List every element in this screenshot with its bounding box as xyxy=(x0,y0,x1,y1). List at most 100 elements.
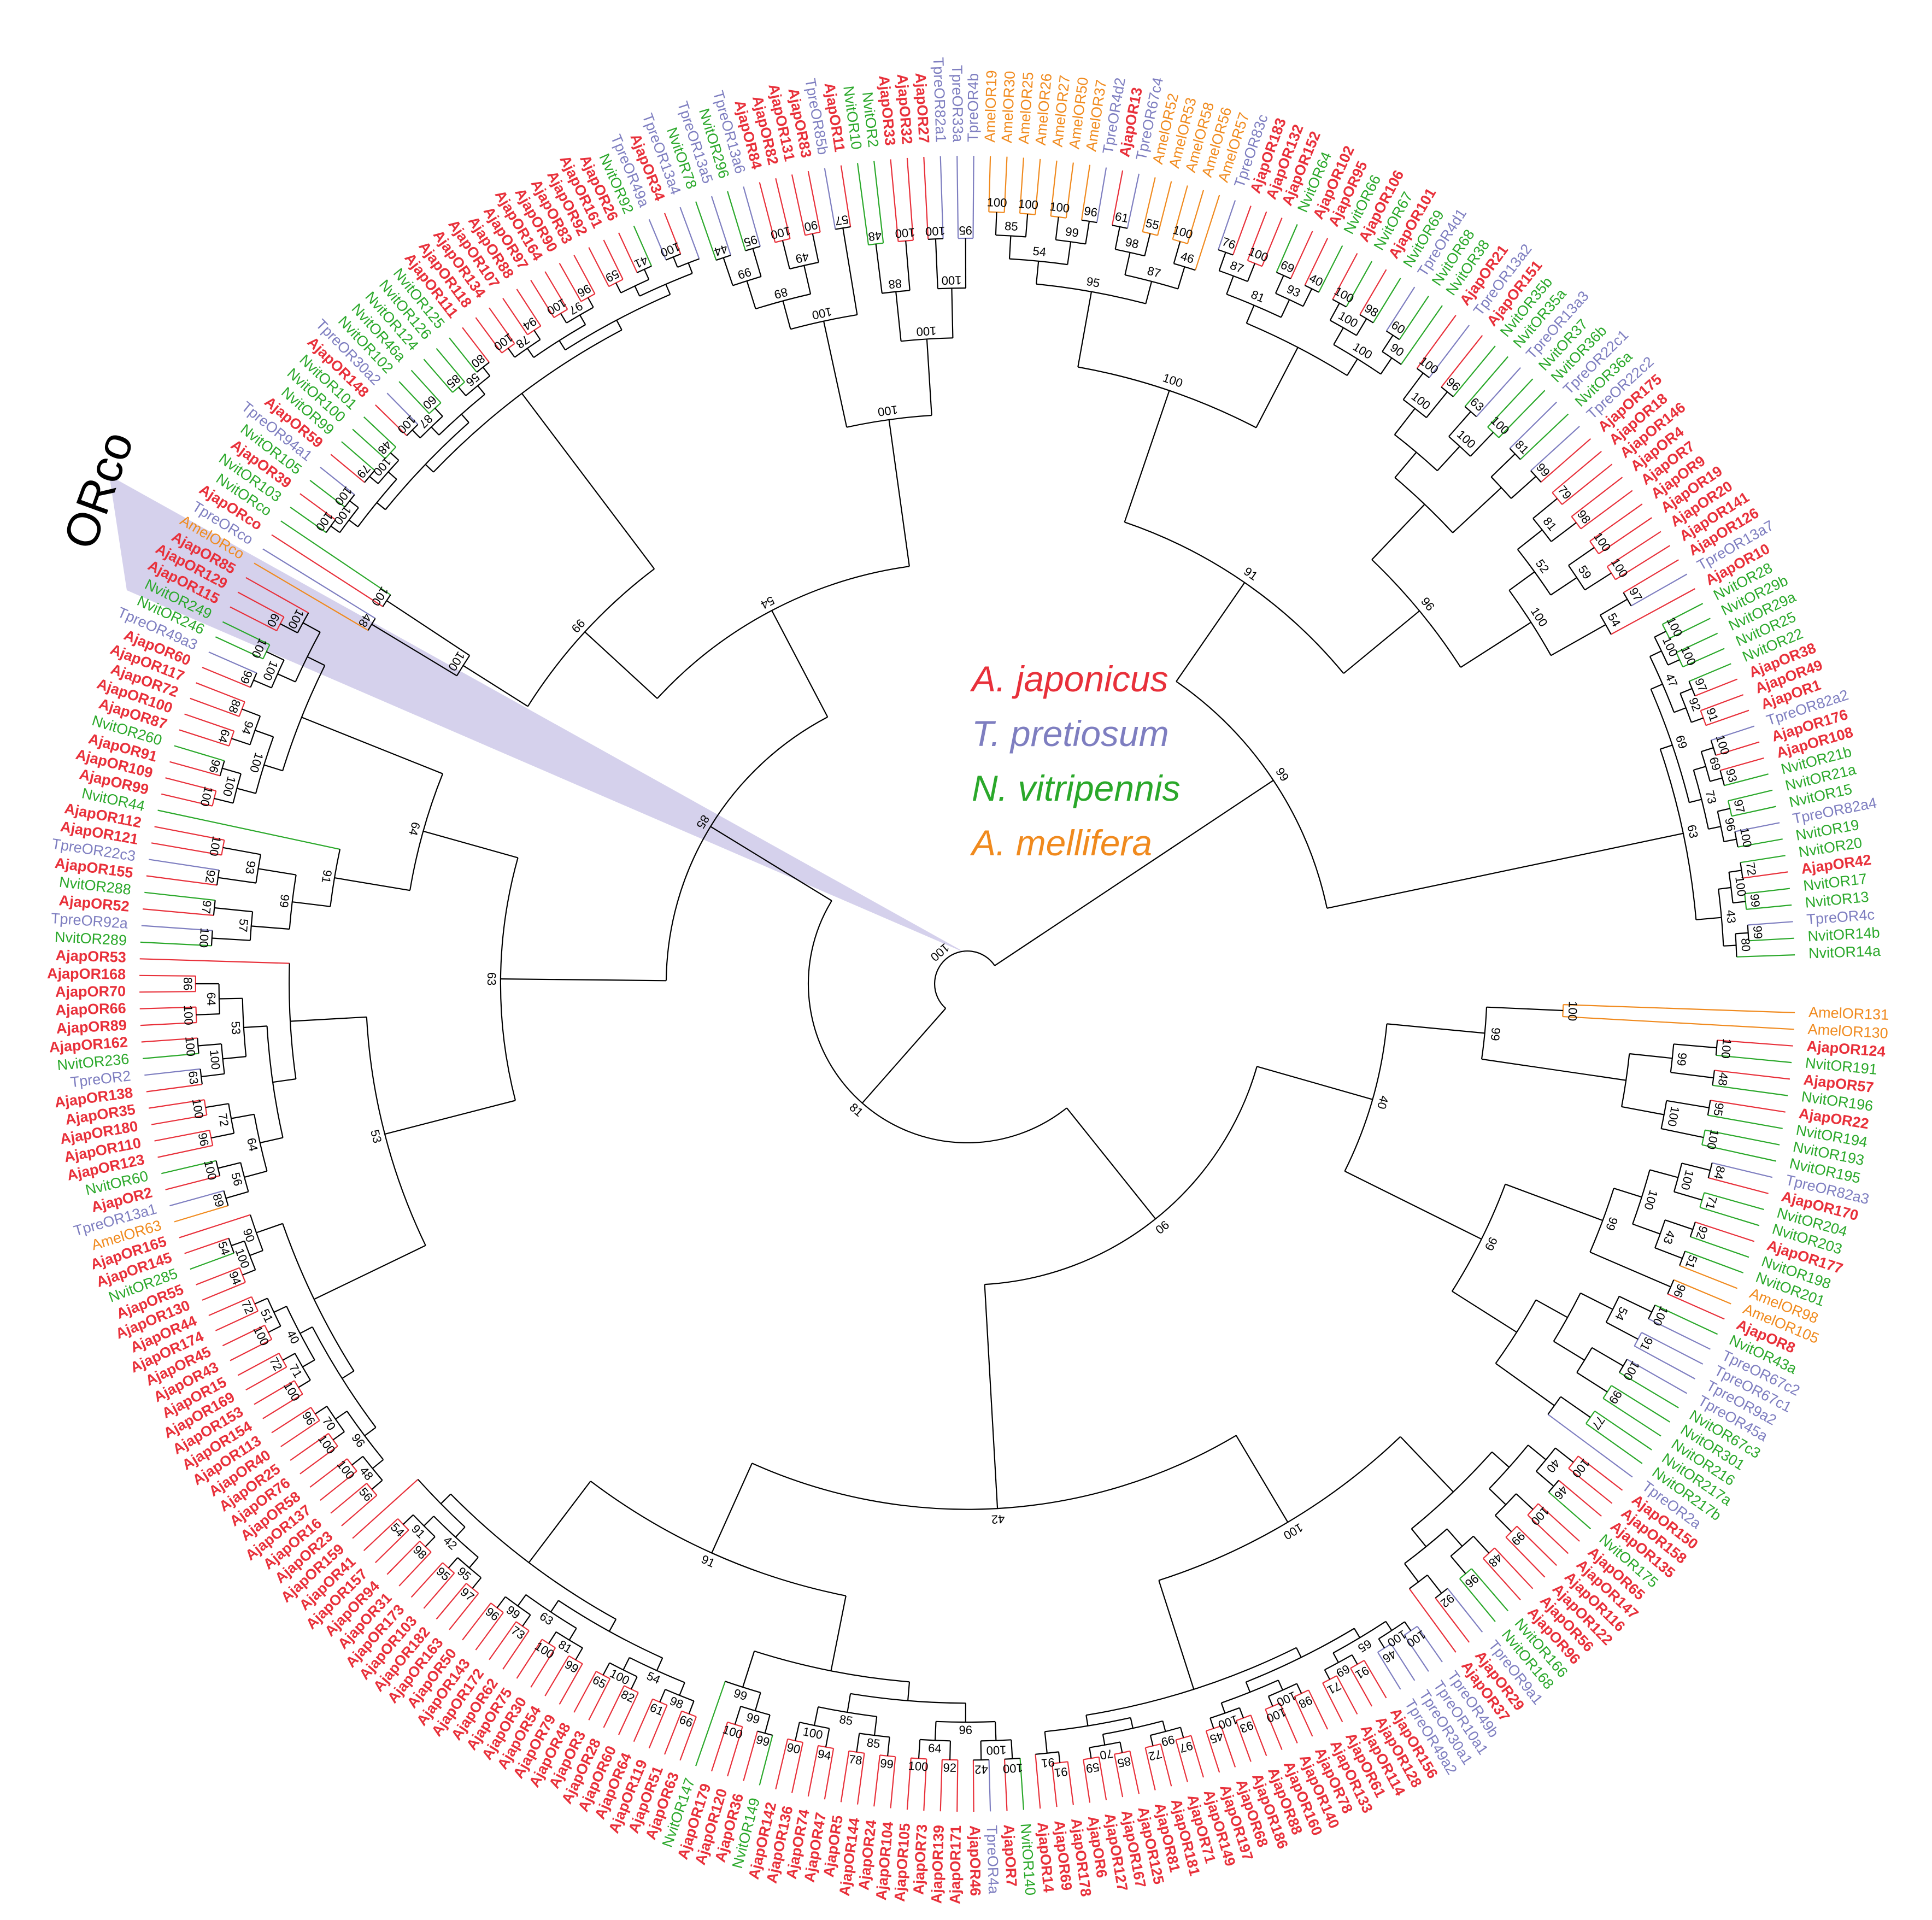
branch xyxy=(436,348,465,383)
branch xyxy=(663,213,682,255)
leaf-label: AmelOR30 xyxy=(999,71,1018,143)
bootstrap-value: 100 xyxy=(1018,197,1039,212)
branch xyxy=(342,1370,355,1379)
branch xyxy=(1649,650,1662,657)
branch xyxy=(1173,241,1181,264)
branch xyxy=(477,385,485,395)
branch xyxy=(1669,618,1711,639)
bootstrap-value: 96 xyxy=(959,1723,973,1737)
bootstrap-value: 46 xyxy=(1380,1647,1399,1665)
branch-arc xyxy=(433,329,623,473)
branch xyxy=(1551,624,1606,656)
branch xyxy=(449,1593,479,1630)
branch-arc xyxy=(223,1190,229,1206)
branch-arc xyxy=(1688,681,1696,696)
branch xyxy=(895,291,902,342)
bootstrap-value: 100 xyxy=(190,1097,207,1119)
branch xyxy=(386,600,470,656)
backbone-branch xyxy=(861,1008,947,1104)
branch xyxy=(995,1721,997,1741)
branch xyxy=(1589,1251,1671,1288)
bootstrap-value: 46 xyxy=(1179,249,1196,266)
branch xyxy=(1540,438,1592,483)
branch xyxy=(1296,1647,1302,1658)
branch xyxy=(1380,357,1393,375)
branch xyxy=(1157,181,1172,236)
branch xyxy=(1708,1177,1769,1194)
bootstrap-value: 99 xyxy=(1488,1027,1503,1042)
branch xyxy=(1402,372,1424,400)
branch xyxy=(222,1056,246,1060)
branch xyxy=(530,280,555,318)
branch xyxy=(1516,1525,1557,1566)
bootstrap-value: 47 xyxy=(1663,672,1681,689)
branch xyxy=(1535,1299,1568,1318)
bootstrap-value: 100 xyxy=(313,509,336,533)
branch xyxy=(1508,571,1535,591)
branch xyxy=(157,1144,213,1158)
branch xyxy=(1729,870,1742,873)
branch xyxy=(139,1006,196,1009)
bootstrap-value: 87 xyxy=(1146,264,1162,280)
branch-arc xyxy=(1459,1568,1472,1580)
branch-arc xyxy=(1350,1659,1365,1669)
branch xyxy=(544,271,568,310)
bootstrap-value: 99 xyxy=(1751,925,1765,940)
branch xyxy=(371,1479,383,1490)
bootstrap-value: 64 xyxy=(406,820,423,837)
bootstrap-value: 81 xyxy=(1249,287,1266,306)
branch xyxy=(1404,1621,1412,1631)
bootstrap-value: 54 xyxy=(1605,610,1623,629)
branch xyxy=(140,1021,197,1026)
branch xyxy=(352,428,386,459)
branch-arc xyxy=(278,1353,287,1367)
branch xyxy=(935,239,938,289)
bootstrap-value: 80 xyxy=(1739,938,1753,952)
branch xyxy=(332,1431,345,1441)
branch xyxy=(348,519,359,527)
bootstrap-value: 43 xyxy=(1724,909,1739,924)
branch xyxy=(1050,160,1058,216)
backbone-branch xyxy=(314,1244,426,1300)
branch xyxy=(1142,177,1156,232)
bootstrap-value: 100 xyxy=(1385,1627,1409,1649)
branch xyxy=(502,1630,530,1670)
branch xyxy=(300,493,336,520)
bootstrap-value: 100 xyxy=(181,1005,195,1025)
backbone-branch xyxy=(1505,1183,1603,1222)
leaf-label: AjapOR73 xyxy=(910,1824,930,1895)
branch xyxy=(144,891,215,901)
branch xyxy=(1619,1295,1652,1313)
leaf-label: TpreOR4b xyxy=(965,73,982,142)
bootstrap-value: 99 xyxy=(277,894,292,908)
bootstrap-value: 64 xyxy=(204,992,219,1006)
branch xyxy=(1634,1345,1695,1379)
branch-arc xyxy=(1125,274,1178,290)
branch xyxy=(482,367,491,377)
branch xyxy=(143,1053,199,1059)
branch xyxy=(254,1380,295,1405)
branch xyxy=(1495,1514,1512,1533)
bootstrap-value: 91 xyxy=(1637,1335,1656,1353)
leaf-label: AjapOR46 xyxy=(967,1825,984,1896)
branch xyxy=(1563,1015,1794,1030)
branch xyxy=(179,729,230,747)
branch xyxy=(157,809,340,850)
branch-arc xyxy=(732,276,761,286)
branch xyxy=(1356,318,1367,336)
branch xyxy=(201,1073,225,1078)
branch xyxy=(335,1411,348,1420)
bootstrap-value: 100 xyxy=(1454,427,1478,451)
branch xyxy=(468,1557,479,1569)
bootstrap-value: 99 xyxy=(1606,1388,1625,1406)
branch xyxy=(1281,299,1290,318)
branch xyxy=(972,155,974,239)
branch xyxy=(906,157,914,240)
branch xyxy=(1578,1455,1623,1491)
branch-arc xyxy=(209,1130,214,1146)
branch xyxy=(300,1446,338,1475)
branch xyxy=(205,1103,229,1108)
branch-arc xyxy=(203,1100,208,1115)
branch xyxy=(1085,1715,1089,1726)
branch xyxy=(742,1651,755,1688)
